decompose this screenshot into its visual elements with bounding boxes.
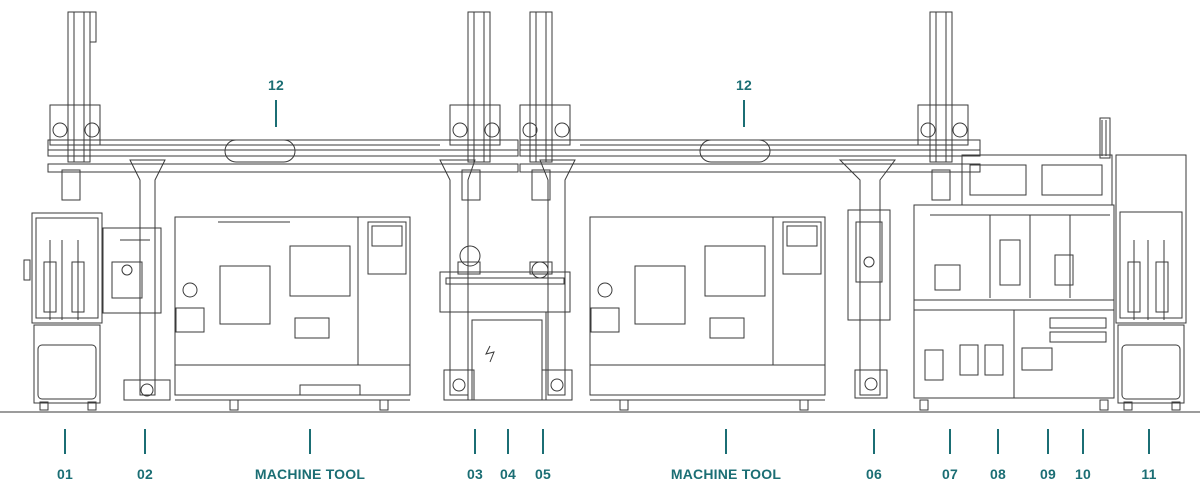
gantry-beam-left	[47, 139, 519, 173]
gantry-column-4	[917, 11, 969, 201]
gantry-column-1	[49, 11, 101, 201]
callout-label-03: 03	[467, 466, 483, 482]
station-11	[1115, 154, 1187, 404]
callout-label-12-right: 12	[736, 77, 752, 93]
leader-12-left	[275, 100, 277, 127]
leader-06	[873, 429, 875, 454]
callout-label-07: 07	[942, 466, 958, 482]
gantry-column-2	[449, 11, 501, 201]
callout-label-05: 05	[535, 466, 551, 482]
callout-label-12-left: 12	[268, 77, 284, 93]
gantry-beam-right	[519, 139, 981, 173]
gantry-column-3	[519, 11, 571, 201]
support-leg-02	[123, 159, 171, 401]
callout-label-machine-tool-2: MACHINE TOOL	[670, 466, 782, 482]
leader-01	[64, 429, 66, 454]
machine-tool-1	[174, 216, 411, 401]
callout-label-08: 08	[990, 466, 1006, 482]
leader-08	[997, 429, 999, 454]
leader-09	[1047, 429, 1049, 454]
callout-label-11: 11	[1141, 466, 1157, 482]
callout-label-04: 04	[500, 466, 516, 482]
leader-05	[542, 429, 544, 454]
leader-12-right	[743, 100, 745, 127]
machine-tool-2	[589, 216, 826, 401]
callout-label-06: 06	[866, 466, 882, 482]
callout-label-machine-tool-1: MACHINE TOOL	[254, 466, 366, 482]
station-06	[847, 209, 891, 321]
leader-machine-tool-2	[725, 429, 727, 454]
station-02	[102, 227, 162, 314]
callout-label-02: 02	[137, 466, 153, 482]
callout-label-09: 09	[1040, 466, 1056, 482]
callout-label-01: 01	[57, 466, 73, 482]
leader-10	[1082, 429, 1084, 454]
leader-07	[949, 429, 951, 454]
leader-04	[507, 429, 509, 454]
transfer-station-04	[439, 245, 571, 401]
feet	[39, 399, 1181, 411]
leader-03	[474, 429, 476, 454]
support-leg-03	[439, 159, 476, 401]
leader-02	[144, 429, 146, 454]
support-leg-05	[539, 159, 576, 401]
callout-label-10: 10	[1075, 466, 1091, 482]
support-leg-06	[838, 159, 896, 399]
assembly-cell	[913, 117, 1115, 399]
leader-machine-tool-1	[309, 429, 311, 454]
station-01	[23, 212, 103, 404]
leader-11	[1148, 429, 1150, 454]
